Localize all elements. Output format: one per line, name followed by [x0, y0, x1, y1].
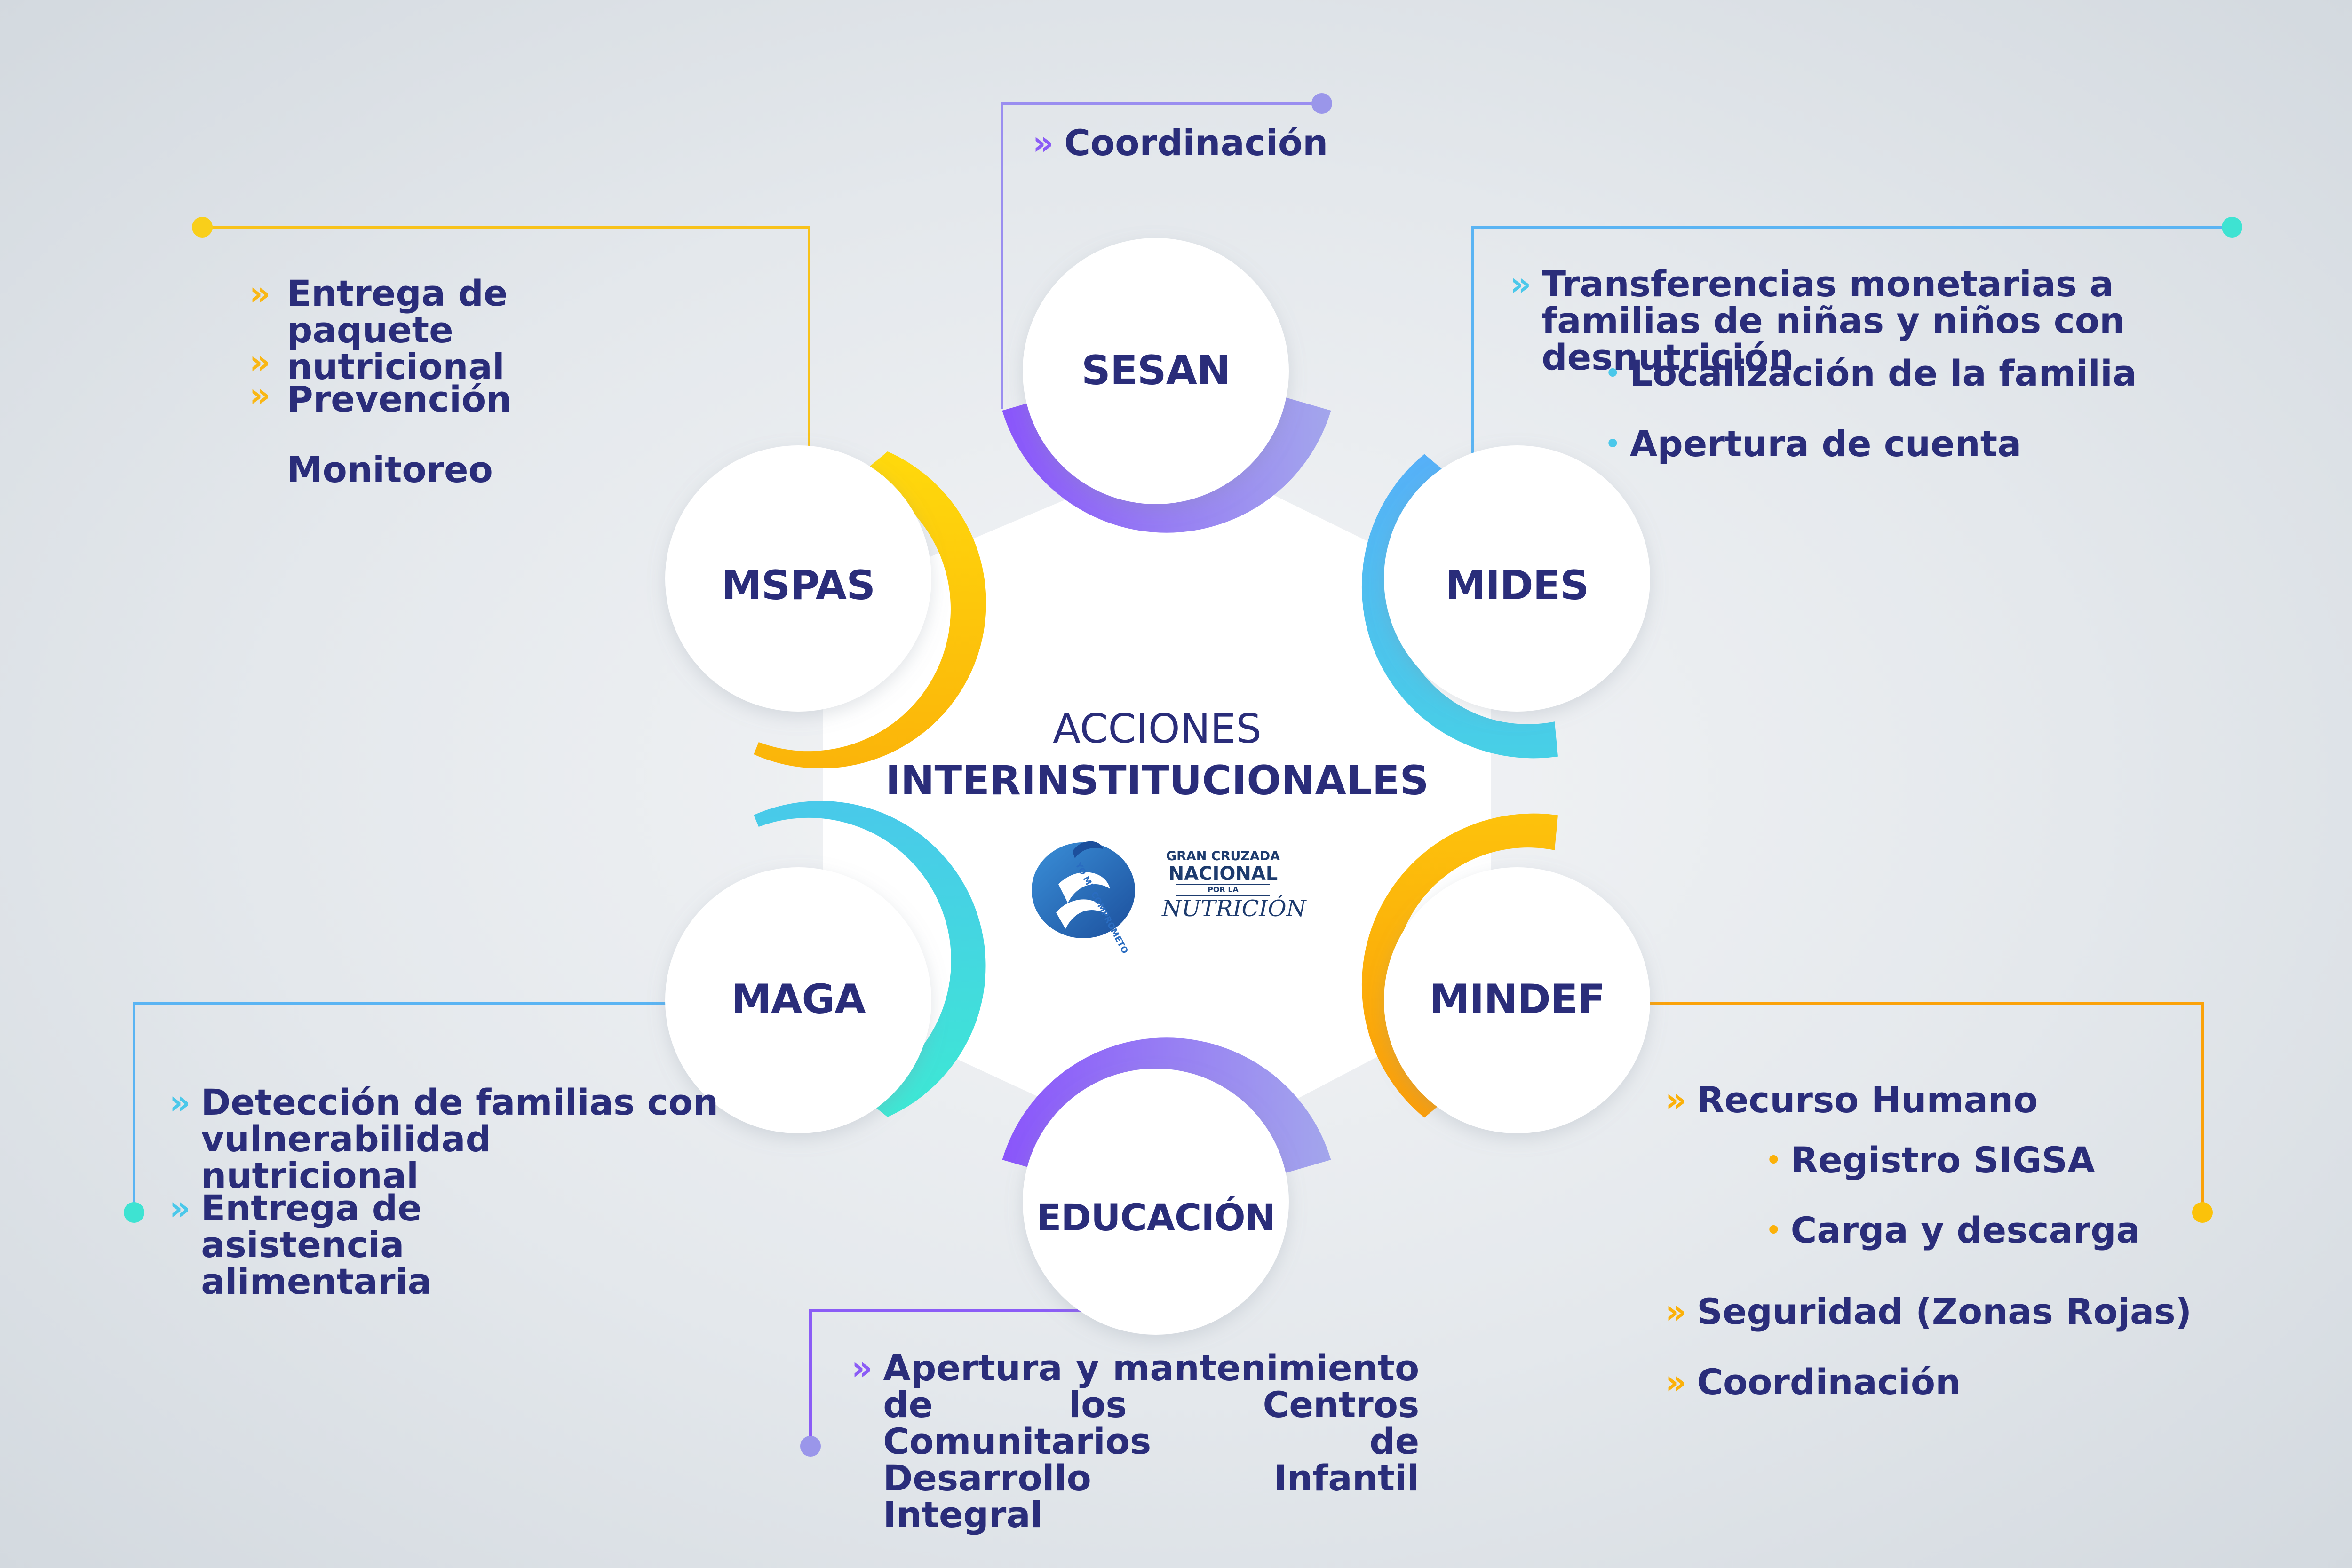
sesan-label: SESAN [1081, 347, 1231, 394]
educacion-node [1023, 1069, 1289, 1335]
educacion-action-1-text: Apertura y mantenimiento de los Centros … [883, 1347, 1420, 1536]
mindef-action-2-text: Seguridad (Zonas Rojas) [1697, 1291, 2192, 1332]
chevron-right-icon: » [1665, 1363, 1686, 1402]
mspas-arc [754, 451, 986, 769]
mindef-action-3-text: Coordinación [1697, 1361, 1961, 1403]
mides-sub-2-text: Apertura de cuenta [1629, 423, 2022, 465]
mindef-sub-2-text: Carga y descarga [1790, 1209, 2140, 1251]
logo-line3: POR LA [1176, 884, 1270, 896]
maga-node [665, 867, 931, 1133]
mides-action-1-text: Transferencias monetarias a familias de … [1542, 263, 2125, 378]
sesan-arc [1002, 397, 1331, 533]
mindef-action-1-text: Recurso Humano [1697, 1079, 2038, 1121]
maga-connector [133, 1002, 666, 1212]
logo-line1: GRAN CRUZADA [1166, 849, 1280, 863]
maga-label: MAGA [731, 976, 866, 1023]
bullet-icon: • [1604, 427, 1621, 461]
center-title-line2: INTERINSTITUCIONALES [885, 757, 1429, 804]
mspas-action-1-text: Entrega de paquete nutricional [287, 272, 508, 388]
mindef-node [1384, 867, 1650, 1133]
chevron-right-icon: » [169, 1189, 191, 1227]
mindef-sub-1: • Registro SIGSA [1765, 1142, 2095, 1179]
chevron-right-icon: » [1033, 124, 1054, 162]
mides-action-1: » Transferencias monetarias a familias d… [1510, 266, 2257, 376]
mides-sub-2: • Apertura de cuenta [1604, 426, 2021, 462]
logo: GRAN CRUZADA NACIONAL POR LA NUTRICIÓN [1162, 849, 1306, 922]
bullet-icon: • [1765, 1143, 1782, 1177]
logo-line4: NUTRICIÓN [1162, 895, 1306, 922]
mspas-label: MSPAS [721, 562, 875, 609]
mspas-action-2-text: Prevención [287, 378, 512, 420]
educacion-action-1: » Apertura y mantenimiento de los Centro… [851, 1350, 1419, 1533]
mides-sub-1-text: Localización de la familia [1629, 352, 2137, 394]
chevron-right-icon: » [249, 274, 270, 313]
maga-action-2-text: Entrega de asistencia alimentaria [201, 1187, 432, 1302]
mspas-connector-dot [192, 217, 213, 238]
chevron-right-icon: » [1665, 1292, 1686, 1331]
mindef-connector [1649, 1002, 2204, 1212]
logo-emblem-icon [1032, 841, 1135, 938]
mindef-action-3: » Coordinación [1665, 1364, 1961, 1401]
bullet-icon: • [1604, 356, 1621, 390]
maga-action-1-text: Detección de familias con vulnerabilidad… [201, 1081, 719, 1196]
mides-connector [1471, 226, 2232, 454]
sesan-connector-dot [1311, 93, 1332, 114]
chevron-right-icon: » [1665, 1081, 1686, 1119]
mindef-action-2: » Seguridad (Zonas Rojas) [1665, 1293, 2192, 1330]
maga-action-1: » Detección de familias con vulnerabilid… [169, 1084, 718, 1194]
sesan-action-1-text: Coordinación [1064, 122, 1328, 164]
chevron-right-icon: » [169, 1083, 191, 1122]
sesan-connector [1001, 102, 1322, 409]
sesan-node [1023, 238, 1289, 504]
mides-sub-1: • Localización de la familia [1604, 355, 2137, 392]
mides-connector-dot [2222, 217, 2242, 238]
mspas-connector [202, 226, 810, 449]
mindef-sub-1-text: Registro SIGSA [1790, 1139, 2095, 1181]
mindef-sub-2: • Carga y descarga [1765, 1212, 2140, 1249]
mindef-label: MINDEF [1429, 976, 1605, 1023]
center-title: ACCIONES INTERINSTITUCIONALES [870, 703, 1444, 807]
educacion-connector [809, 1309, 1082, 1446]
center-hexagon [823, 461, 1491, 1148]
mspas-action-3-text: Monitoreo [287, 449, 493, 491]
mindef-action-1: » Recurso Humano [1665, 1079, 2038, 1121]
chevron-right-icon: » [851, 1349, 873, 1387]
logo-line2: NACIONAL [1168, 863, 1278, 885]
educacion-arc [1002, 1037, 1331, 1173]
mindef-connector-dot [2192, 1202, 2213, 1223]
chevron-right-icon: » [249, 376, 270, 414]
bullet-icon: • [1765, 1213, 1782, 1247]
mspas-chevrons: » » » [249, 275, 287, 413]
mides-node [1384, 445, 1650, 712]
sesan-action-1: » Coordinación [1033, 122, 1328, 164]
maga-arc [754, 800, 986, 1117]
mides-arc [1361, 454, 1558, 759]
chevron-right-icon: » [1510, 265, 1531, 303]
maga-action-2: » Entrega de asistencia alimentaria [169, 1190, 624, 1300]
educacion-label: EDUCACIÓN [1036, 1197, 1276, 1239]
chevron-right-icon: » [249, 343, 270, 381]
center-title-line1: ACCIONES [1053, 705, 1262, 752]
mides-label: MIDES [1445, 562, 1589, 609]
maga-connector-dot [124, 1202, 144, 1223]
educacion-connector-dot [800, 1436, 821, 1457]
mspas-node [665, 445, 931, 712]
mindef-arc [1361, 813, 1558, 1118]
